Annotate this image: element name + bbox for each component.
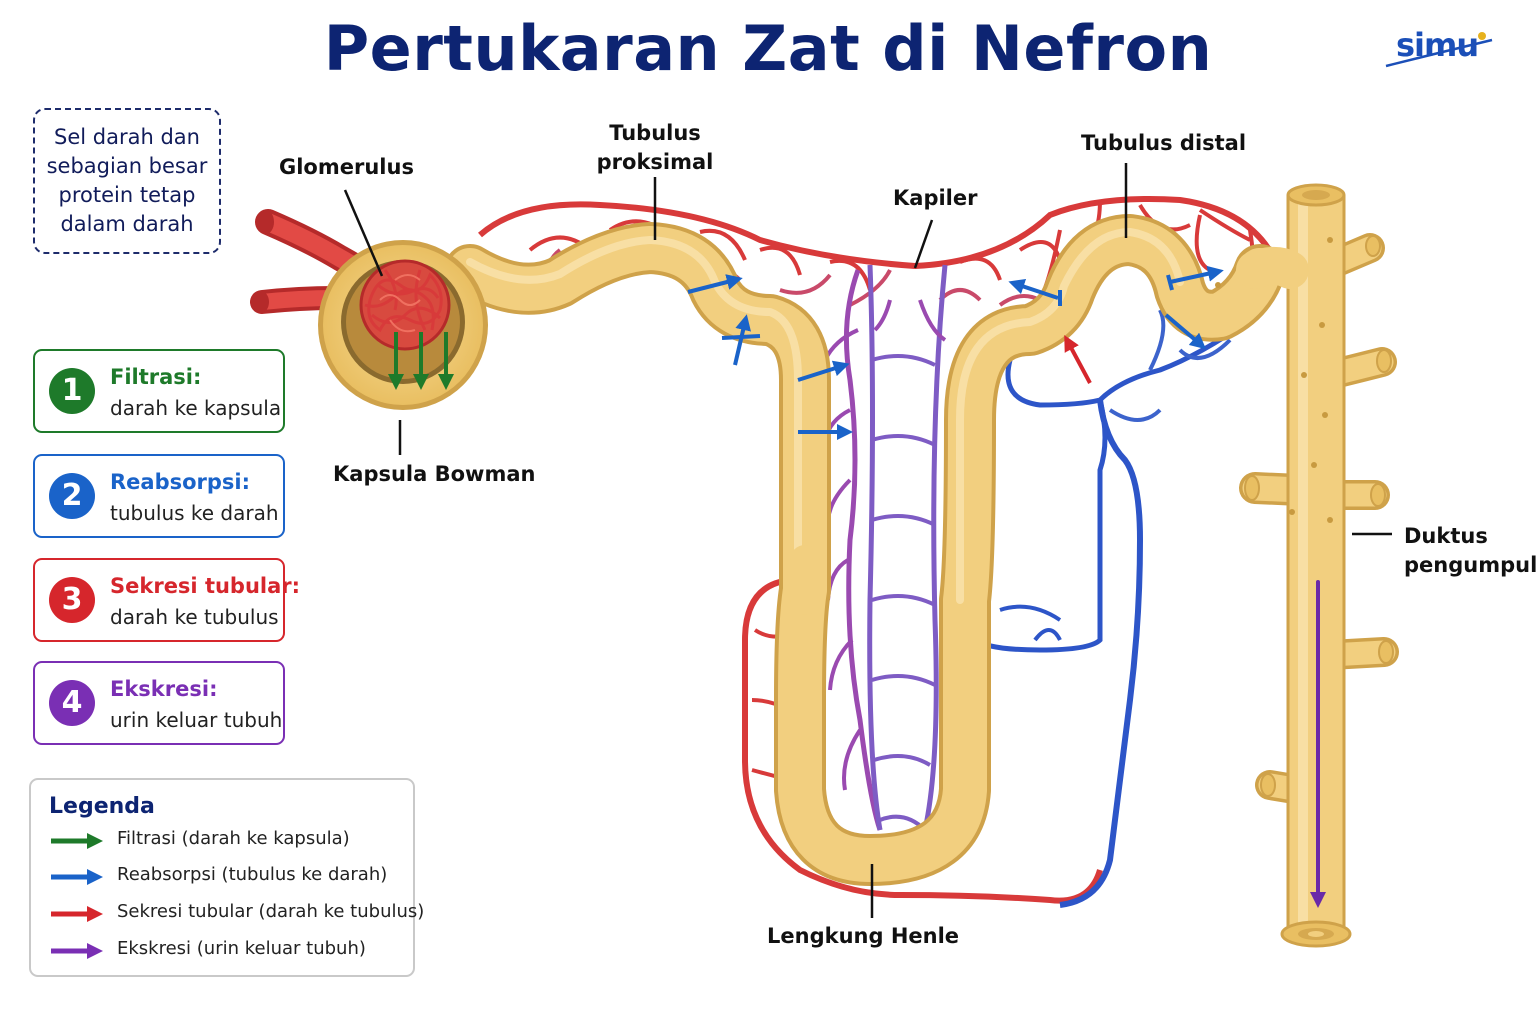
step-number: 1: [49, 368, 95, 414]
step-title: Filtrasi:: [110, 365, 202, 389]
blood-cells-note: Sel darah dan sebagian besar protein tet…: [33, 108, 221, 254]
step-description: darah ke kapsula: [110, 396, 282, 420]
step-ekskresi: 4 Ekskresi: urin keluar tubuh: [33, 661, 285, 745]
label-tubulus-distal: Tubulus distal: [1081, 131, 1247, 155]
step-sekresi: 3 Sekresi tubular: darah ke tubulus: [33, 558, 300, 642]
step-description: urin keluar tubuh: [110, 708, 283, 732]
legend-label: Reabsorpsi (tubulus ke darah): [117, 864, 388, 885]
legend-item-filtrasi: Filtrasi (darah ke kapsula): [49, 828, 409, 854]
simu-logo: simu: [1382, 22, 1500, 82]
step-filtrasi: 1 Filtrasi: darah ke kapsula: [33, 349, 285, 433]
collecting-duct: [1215, 183, 1399, 948]
label-tubulus-proksimal: Tubulus proksimal: [596, 121, 714, 174]
step-reabsorpsi: 2 Reabsorpsi: tubulus ke darah: [33, 454, 285, 538]
step-title: Sekresi tubular:: [110, 574, 301, 598]
capillary-network: [478, 196, 1278, 908]
bowman-capsule: [318, 240, 488, 410]
logo-text: simu: [1396, 26, 1479, 64]
blue-arrow-icon: [51, 869, 103, 885]
step-number: 3: [49, 577, 95, 623]
step-title: Reabsorpsi:: [110, 470, 251, 494]
legend-label: Ekskresi (urin keluar tubuh): [117, 938, 366, 959]
secretion-arrow: [1064, 334, 1092, 384]
step-description: darah ke tubulus: [110, 605, 279, 629]
step-number: 4: [49, 680, 95, 726]
legend: Legenda Filtrasi (darah ke kapsula) Reab…: [29, 778, 424, 977]
label-glomerulus: Glomerulus: [279, 155, 414, 179]
nephron-tubule: [444, 214, 1286, 886]
purple-arrow-icon: [51, 943, 103, 959]
label-duktus-pengumpul: Duktus pengumpul: [1404, 524, 1536, 577]
step-title: Ekskresi:: [110, 677, 218, 701]
legend-item-reabsorpsi: Reabsorpsi (tubulus ke darah): [49, 864, 409, 890]
legend-title: Legenda: [49, 794, 155, 819]
step-number: 2: [49, 473, 95, 519]
legend-item-sekresi: Sekresi tubular (darah ke tubulus): [49, 901, 424, 927]
logo-swoosh-icon: [1385, 32, 1493, 68]
green-arrow-icon: [51, 833, 103, 849]
label-kapsula-bowman: Kapsula Bowman: [333, 462, 536, 486]
glomerulus-tuft: [359, 259, 451, 351]
page-title: Pertukaran Zat di Nefron: [323, 12, 1213, 85]
legend-label: Sekresi tubular (darah ke tubulus): [117, 901, 425, 922]
label-kapiler: Kapiler: [893, 186, 978, 210]
label-pointers: [343, 163, 1392, 918]
legend-label: Filtrasi (darah ke kapsula): [117, 828, 350, 849]
reabsorption-arrows: [687, 265, 1224, 440]
legend-item-ekskresi: Ekskresi (urin keluar tubuh): [49, 938, 409, 964]
label-lengkung-henle: Lengkung Henle: [767, 924, 960, 948]
step-description: tubulus ke darah: [110, 501, 279, 525]
red-arrow-icon: [51, 906, 103, 922]
